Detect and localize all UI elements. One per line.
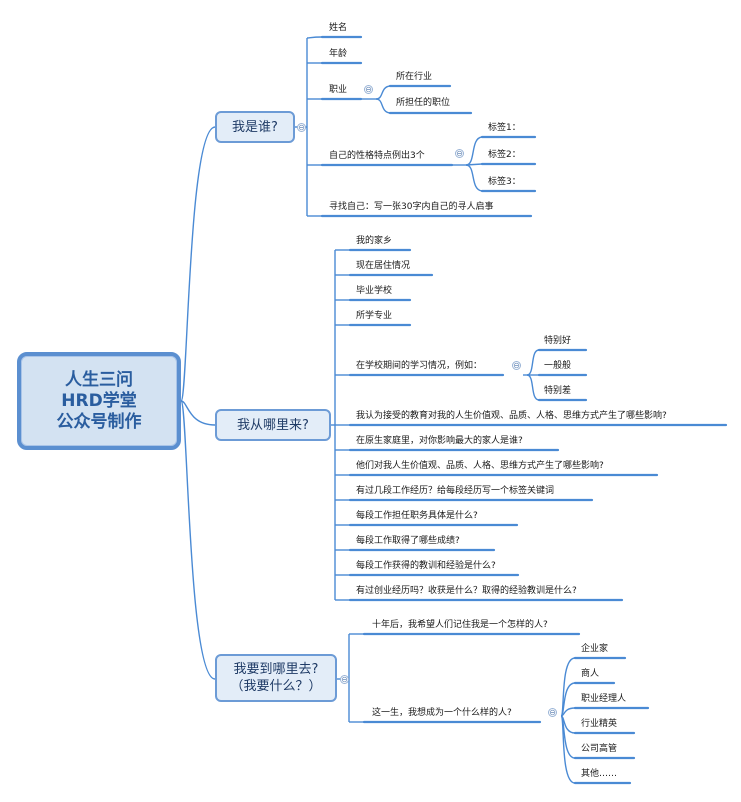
root-topic[interactable]: 人生三问 HRD学堂 公众号制作 [17,352,181,450]
leaf-industry-elite[interactable]: 行业精英 [581,719,618,729]
leaf-tag-1[interactable]: 标签1： [488,123,521,133]
leaf-tag-2[interactable]: 标签2： [488,150,521,160]
leaf-ten-years[interactable]: 十年后，我希望人们记住我是一个怎样的人? [372,620,548,630]
branch-where-from-label: 我从哪里来? [237,417,309,433]
branch-where-to-label-line1: 我要到哪里去? [233,662,319,677]
leaf-residence[interactable]: 现在居住情况 [356,261,411,271]
leaf-job[interactable]: 职业 [329,85,348,95]
leaf-achievements[interactable]: 每段工作取得了哪些成绩? [356,536,460,546]
leaf-entrepreneur[interactable]: 企业家 [581,644,609,654]
branch-who-am-i[interactable]: 我是谁? [215,111,295,143]
leaf-manager[interactable]: 职业经理人 [581,694,627,704]
leaf-hometown[interactable]: 我的家乡 [356,236,393,246]
leaf-work-experience[interactable]: 有过几段工作经历？给每段经历写一个标签关键词 [356,486,555,496]
leaf-name[interactable]: 姓名 [329,23,348,33]
leaf-businessman[interactable]: 商人 [581,669,600,679]
branch-where-to[interactable]: 我要到哪里去? （我要什么？） [215,654,337,702]
leaf-age[interactable]: 年龄 [329,49,348,59]
leaf-family-impact[interactable]: 他们对我人生价值观、品质、人格、思维方式产生了哪些影响? [356,461,604,471]
leaf-this-life[interactable]: 这一生，我想成为一个什么样的人? [372,708,512,718]
leaf-very-poor[interactable]: 特别差 [544,386,572,396]
collapse-toggle-icon[interactable]: ⊖ [455,149,464,158]
leaf-startup[interactable]: 有过创业经历吗？收获是什么？取得的经验教训是什么? [356,586,577,596]
leaf-industry[interactable]: 所在行业 [396,72,433,82]
collapse-toggle-icon[interactable]: ⊖ [340,675,349,684]
branch-where-from[interactable]: 我从哪里来? [215,409,331,441]
leaf-major[interactable]: 所学专业 [356,311,393,321]
leaf-position[interactable]: 所担任的职位 [396,98,451,108]
root-title-line3: 公众号制作 [56,411,142,432]
root-title-line2: HRD学堂 [61,390,137,411]
leaf-very-good[interactable]: 特别好 [544,336,572,346]
leaf-lessons[interactable]: 每段工作获得的教训和经验是什么? [356,561,496,571]
branch-where-to-label-line2: （我要什么？） [230,679,322,694]
collapse-toggle-icon[interactable]: ⊖ [297,123,306,132]
collapse-toggle-icon[interactable]: ⊖ [512,361,521,370]
leaf-education-impact[interactable]: 我认为接受的教育对我的人生价值观、品质、人格、思维方式产生了哪些影响? [356,411,667,421]
root-title-line1: 人生三问 [65,369,133,390]
leaf-average[interactable]: 一般般 [544,361,572,371]
leaf-other[interactable]: 其他…… [581,769,618,779]
leaf-find-yourself[interactable]: 寻找自己：写一张30字内自己的寻人启事 [329,202,494,212]
collapse-toggle-icon[interactable]: ⊖ [548,708,557,717]
leaf-study-performance[interactable]: 在学校期间的学习情况，例如： [356,361,483,371]
leaf-school[interactable]: 毕业学校 [356,286,393,296]
leaf-job-duties[interactable]: 每段工作担任职务具体是什么? [356,511,478,521]
leaf-executive[interactable]: 公司高管 [581,744,618,754]
branch-who-am-i-label: 我是谁? [232,119,278,135]
leaf-family-influence[interactable]: 在原生家庭里，对你影响最大的家人是谁? [356,436,523,446]
leaf-traits[interactable]: 自己的性格特点例出3个 [329,151,425,161]
collapse-toggle-icon[interactable]: ⊖ [364,85,373,94]
leaf-tag-3[interactable]: 标签3： [488,177,521,187]
